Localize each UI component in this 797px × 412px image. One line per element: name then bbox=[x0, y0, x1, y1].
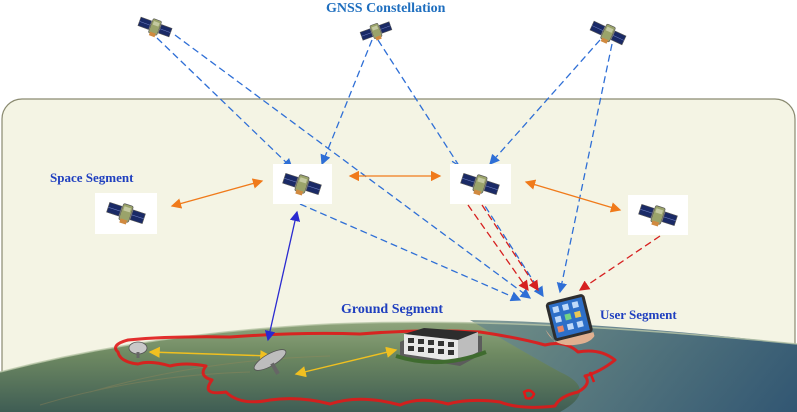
gnss-constellation-title: GNSS Constellation bbox=[326, 1, 446, 16]
space-satellite-4 bbox=[628, 195, 688, 235]
navigation-signal-links bbox=[156, 34, 613, 302]
satellite-icon bbox=[587, 17, 628, 51]
satellite-icon bbox=[135, 13, 174, 43]
antenna-dish-icon bbox=[128, 341, 148, 358]
country-border bbox=[114, 329, 617, 409]
antenna-dish-icon bbox=[253, 349, 287, 375]
satellite-icon bbox=[358, 18, 394, 46]
augmentation-links bbox=[467, 204, 661, 292]
space-satellite-2 bbox=[273, 164, 332, 204]
space-segment-label: Space Segment bbox=[50, 170, 134, 185]
user-segment-label: User Segment bbox=[600, 307, 677, 322]
space-satellite-3 bbox=[450, 164, 511, 204]
intersatellite-links bbox=[170, 170, 622, 213]
ground-segment-label: Ground Segment bbox=[341, 302, 444, 317]
ground-links bbox=[148, 346, 398, 378]
space-satellite-1 bbox=[95, 193, 157, 234]
control-station-icon bbox=[395, 328, 487, 366]
smartphone-icon bbox=[545, 294, 595, 346]
ground-satellite-uplink bbox=[264, 210, 301, 342]
